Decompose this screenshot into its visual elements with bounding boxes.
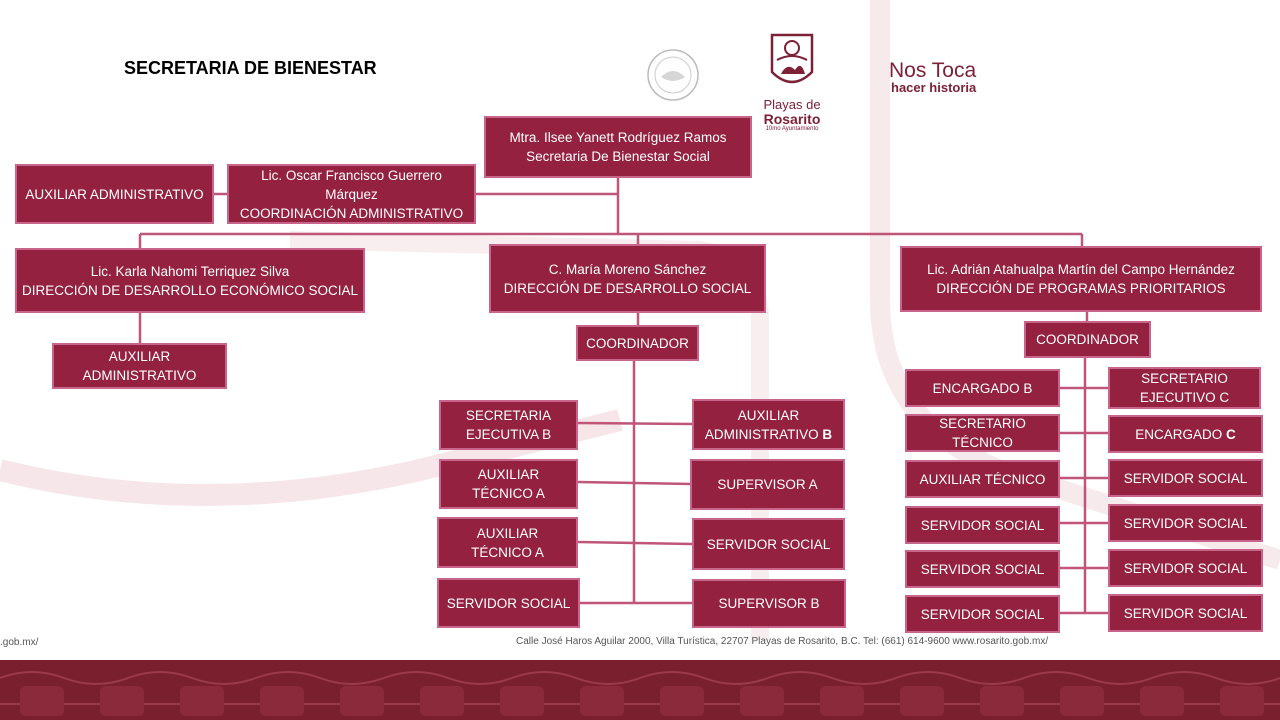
box-line: SUPERVISOR A [717,477,818,492]
box-secretaria-ejecutiva-b: SECRETARIA EJECUTIVA B [439,400,578,450]
box-line: AUXILIAR TÉCNICO [919,471,1046,487]
box-line: DIRECCIÓN DE PROGRAMAS PRIORITARIOS [936,281,1226,296]
footer-left-url: .gob.mx/ [0,637,39,648]
box-auxiliar-administrativo-top: AUXILIAR ADMINISTRATIVO [15,164,214,224]
rosarito-line3: 10mo Ayuntamiento [765,126,819,132]
box-line-suffix: C [1226,426,1236,442]
box-line: SERVIDOR SOCIAL [446,595,571,611]
box-servidor-social-l3: SERVIDOR SOCIAL [905,550,1060,588]
box-encargado-c: ENCARGADO C [1108,415,1263,453]
box-line: TÉCNICO [952,435,1013,450]
box-line: SECRETARIO [939,416,1026,431]
box-line: COORDINADOR [1036,332,1139,347]
box-line: AUXILIAR [108,349,171,364]
box-line: ENCARGADO C [1135,426,1236,442]
box-line: Secretaria De Bienestar Social [526,149,710,164]
slogan-line1: Nos Toca [889,59,977,82]
box-supervisor-b: SUPERVISOR B [692,579,846,628]
box-secretario-ejecutivo-c: SECRETARIO EJECUTIVO C [1108,367,1261,409]
box-line: DIRECCIÓN DE DESARROLLO ECONÓMICO SOCIAL [21,282,359,298]
box-servidor-social-l4: SERVIDOR SOCIAL [905,595,1060,633]
rosarito-line1: Playas de [763,97,821,112]
box-line: COORDINACIÓN ADMINISTRATIVO [239,205,464,221]
box-coordinador-programas: COORDINADOR [1024,321,1151,358]
box-line: Lic. Oscar Francisco Guerrero [261,167,442,183]
box-servidor-social-l2: SERVIDOR SOCIAL [905,506,1060,544]
box-line: Márquez [325,186,378,202]
box-secretario-tecnico: SECRETARIO TÉCNICO [905,414,1060,452]
footer-address: Calle José Haros Aguilar 2000, Villa Tur… [516,636,1049,647]
box-line: SUPERVISOR B [718,596,820,611]
rosarito-line2: Rosarito [763,111,821,127]
box-line: SERVIDOR SOCIAL [1123,470,1248,486]
box-line: SERVIDOR SOCIAL [920,517,1045,533]
box-servidor-social-mid-2: SERVIDOR SOCIAL [437,578,580,628]
box-line: TÉCNICO A [471,544,544,560]
box-line: Lic. Adrián Atahualpa Martín del Campo H… [927,262,1235,277]
box-encargado-b: ENCARGADO B [905,369,1060,407]
box-auxiliar-administrativo-b: AUXILIAR ADMINISTRATIVO B [692,399,845,450]
box-line: COORDINADOR [586,335,689,351]
box-line: AUXILIAR [476,525,539,541]
slogan-logo: Nos Toca hacer historia [889,60,976,94]
box-line: AUXILIAR [477,467,540,482]
box-servidor-social-r2: SERVIDOR SOCIAL [1108,504,1263,542]
page-title: SECRETARIA DE BIENESTAR [124,58,377,78]
box-servidor-social-r4: SERVIDOR SOCIAL [1108,594,1263,632]
box-line: SECRETARIA [465,408,552,423]
box-line: TÉCNICO A [472,486,545,501]
box-line: SERVIDOR SOCIAL [1123,605,1248,621]
rosarito-logo: Playas de Rosarito 10mo Ayuntamiento [756,30,828,132]
box-line: EJECUTIVO C [1139,390,1230,405]
box-line: ADMINISTRATIVO B [704,426,833,442]
slogan-line2: hacer historia [891,80,977,95]
box-line: Lic. Karla Nahomi Terriquez Silva [90,263,290,279]
box-line: SERVIDOR SOCIAL [1123,560,1248,576]
rosarito-emblem-icon [770,33,814,84]
box-line: DIRECCIÓN DE DESARROLLO SOCIAL [503,280,752,296]
box-line: ENCARGADO B [932,380,1033,396]
box-auxiliar-administrativo-eco: AUXILIAR ADMINISTRATIVO [52,343,227,389]
box-line-suffix: B [822,426,833,442]
box-line: SECRETARIO [1141,371,1228,386]
box-coordinador-social: COORDINADOR [576,325,699,361]
box-line: AUXILIAR [737,407,800,423]
box-line: SERVIDOR SOCIAL [920,561,1045,577]
box-line: C. María Moreno Sánchez [548,261,707,277]
box-line: AUXILIAR ADMINISTRATIVO [25,186,204,202]
box-line: ADMINISTRATIVO [82,368,197,383]
box-line: EJECUTIVA B [465,427,552,442]
box-auxiliar-tecnico-a-2: AUXILIAR TÉCNICO A [437,517,578,568]
box-auxiliar-tecnico-a-1: AUXILIAR TÉCNICO A [439,459,578,509]
box-supervisor-a: SUPERVISOR A [690,459,845,510]
box-servidor-social-mid-1: SERVIDOR SOCIAL [692,518,845,570]
box-line: Mtra. Ilsee Yanett Rodríguez Ramos [509,130,727,145]
box-line: SERVIDOR SOCIAL [1123,515,1248,531]
footer-pattern-bar [0,660,1280,720]
box-auxiliar-tecnico: AUXILIAR TÉCNICO [905,460,1060,498]
box-line: SERVIDOR SOCIAL [706,536,831,552]
box-servidor-social-r1: SERVIDOR SOCIAL [1108,459,1263,497]
box-servidor-social-r3: SERVIDOR SOCIAL [1108,549,1263,587]
box-line: SERVIDOR SOCIAL [920,606,1045,622]
box-direccion-programas: Lic. Adrián Atahualpa Martín del Campo H… [900,246,1262,312]
state-seal-icon [647,49,699,101]
footer-pattern [0,660,1280,720]
